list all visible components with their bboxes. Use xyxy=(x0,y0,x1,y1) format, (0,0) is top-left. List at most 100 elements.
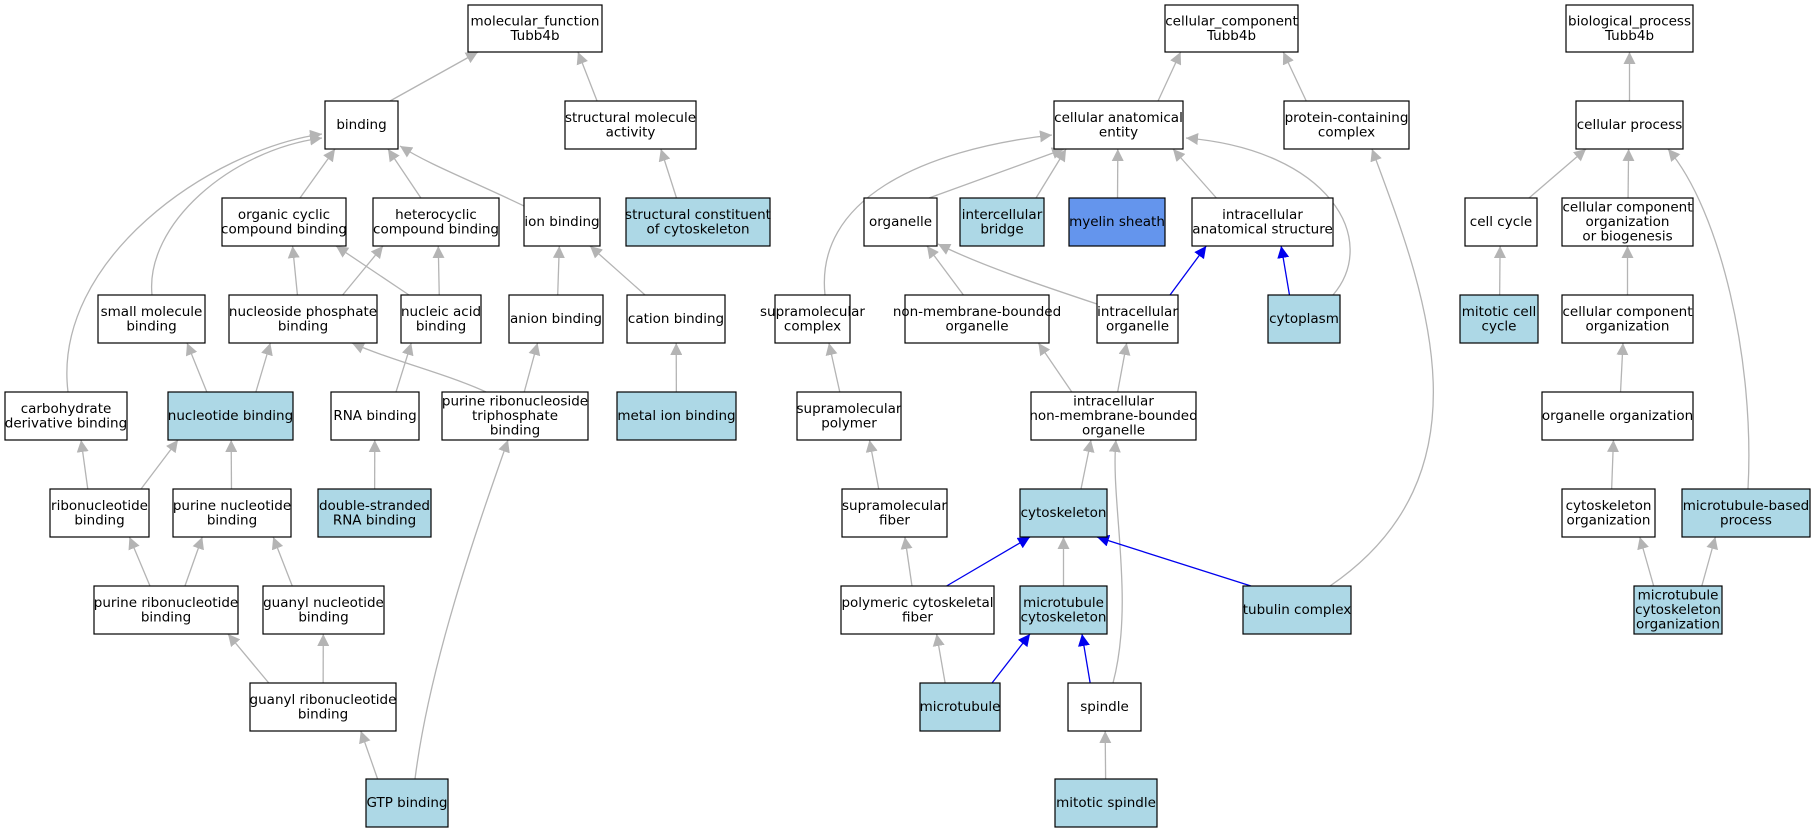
go-term-node-ion-binding[interactable]: ion binding xyxy=(523,197,601,247)
is-a-edge-ccob-to-cell-proc xyxy=(1622,148,1635,199)
go-term-node-icnmbo[interactable]: intracellularnon-membrane-boundedorganel… xyxy=(1029,391,1198,441)
node-label-line: polymer xyxy=(821,415,877,431)
node-label-line: Tubb4b xyxy=(509,28,559,44)
node-label-line: GTP binding xyxy=(367,795,448,811)
node-box xyxy=(1565,4,1694,53)
node-box xyxy=(904,294,1050,344)
go-term-node-myelin[interactable]: myelin sheath xyxy=(1068,197,1166,247)
edge xyxy=(342,245,384,296)
edge xyxy=(865,439,880,490)
is-a-edge-microtubule-to-poly-fiber xyxy=(932,633,946,684)
node-label-line: binding xyxy=(207,512,257,528)
edge xyxy=(287,245,300,296)
node-label-line: organic cyclic xyxy=(238,207,330,223)
node-label-line: cell cycle xyxy=(1470,214,1532,230)
node-label-line: molecular_function xyxy=(471,13,600,29)
is-a-edge-supra-complex-to-cae xyxy=(823,130,1053,296)
go-term-node-mitotic-spindle[interactable]: mitotic spindle xyxy=(1054,778,1158,828)
edge xyxy=(658,148,678,199)
node-label-line: complex xyxy=(784,318,841,334)
part-of-edge-tubulin-to-cytoskeleton xyxy=(1096,534,1252,587)
go-term-node-cell-cycle[interactable]: cell cycle xyxy=(1464,197,1538,247)
node-label-line: guanyl nucleotide xyxy=(263,595,384,611)
go-term-node-binding[interactable]: binding xyxy=(324,100,399,150)
go-term-node-nucleotide[interactable]: nucleotide binding xyxy=(167,391,294,441)
go-term-node-metal[interactable]: metal ion binding xyxy=(616,391,737,441)
edge xyxy=(1157,51,1182,102)
go-term-node-tubulin[interactable]: tubulin complex xyxy=(1242,585,1352,635)
edge xyxy=(1169,245,1207,296)
go-term-node-cytoskeleton[interactable]: cytoskeleton xyxy=(1019,488,1108,538)
node-label-line: anion binding xyxy=(510,311,602,327)
edge xyxy=(395,342,414,393)
is-a-edge-ic-organelle-to-organelle xyxy=(937,243,1098,305)
edge xyxy=(825,342,841,393)
edge xyxy=(1667,148,1750,490)
go-term-node-rna[interactable]: RNA binding xyxy=(330,391,420,441)
go-term-node-microtubule[interactable]: microtubule xyxy=(919,682,1001,732)
go-term-node-anion[interactable]: anion binding xyxy=(508,294,604,344)
is-a-edge-struct-const-to-struct-mol xyxy=(658,148,678,199)
go-term-node-organelle[interactable]: organelle xyxy=(863,197,938,247)
go-term-node-org-org[interactable]: organelle organization xyxy=(1541,391,1694,441)
node-box xyxy=(1681,488,1811,538)
node-label-line: structural constituent xyxy=(625,207,771,223)
node-label-line: cellular_component xyxy=(1165,13,1297,29)
go-term-node-cell-proc[interactable]: cellular process xyxy=(1575,100,1684,150)
is-a-edge-binding-to-mf-root xyxy=(389,51,479,102)
node-box xyxy=(172,488,292,538)
go-term-node-cation[interactable]: cation binding xyxy=(626,294,726,344)
is-a-edge-tubulin-to-pcc xyxy=(1329,148,1434,587)
node-label-line: purine ribonucleoside xyxy=(442,394,588,410)
edge xyxy=(66,129,323,393)
edge xyxy=(552,245,565,296)
node-box xyxy=(365,778,449,828)
node-label-line: binding xyxy=(336,117,386,133)
node-box xyxy=(774,294,851,344)
is-a-edge-gtp-to-purine-rnts xyxy=(414,439,510,780)
node-label-line: intracellular xyxy=(1222,207,1303,223)
edge xyxy=(1637,536,1655,587)
go-term-node-cytoplasm[interactable]: cytoplasm xyxy=(1267,294,1341,344)
go-term-node-spindle[interactable]: spindle xyxy=(1067,682,1142,732)
go-term-node-gtp[interactable]: GTP binding xyxy=(365,778,449,828)
edge xyxy=(991,633,1031,684)
node-box xyxy=(467,4,603,53)
node-label-line: polymeric cytoskeletal xyxy=(841,595,993,611)
